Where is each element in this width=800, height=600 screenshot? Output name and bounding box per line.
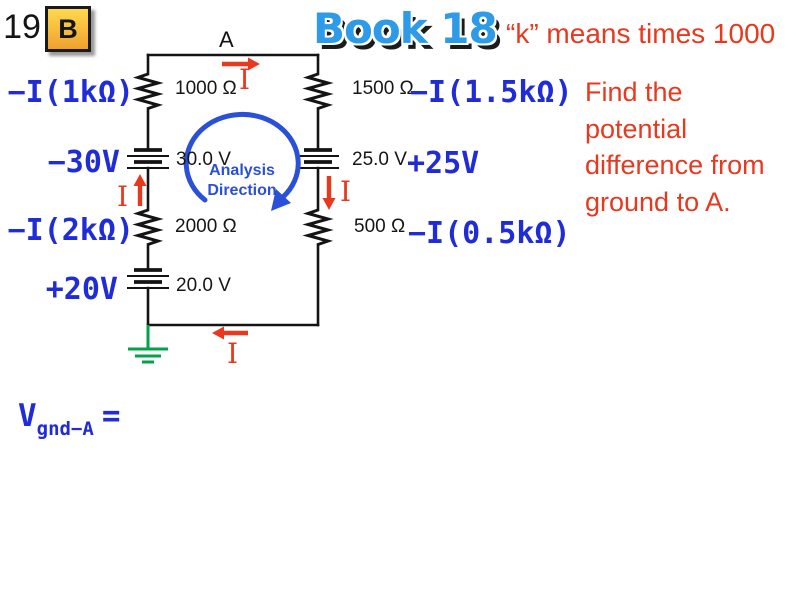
question-line1: Find the	[585, 77, 683, 107]
b2-annotation: +20V	[45, 272, 118, 307]
r1-value: 1000 Ω	[175, 78, 237, 99]
analysis-line1: Analysis	[209, 162, 275, 179]
b3-value: 25.0 V	[352, 149, 407, 170]
equation-variable: V	[18, 398, 37, 434]
resistor-2000-ohm	[132, 208, 164, 246]
current-label-bottom: I	[227, 337, 239, 370]
current-arrow-left-up-icon	[133, 174, 147, 206]
analysis-direction-label: Analysis Direction	[190, 161, 294, 200]
question-line2: potential	[585, 113, 688, 144]
resistor-500-ohm	[302, 208, 334, 246]
node-label-a: A	[219, 27, 234, 52]
battery-30v	[127, 148, 169, 169]
r3-annotation: −I(1.5kΩ)	[410, 75, 573, 110]
current-label-left: I	[117, 180, 129, 213]
r4-value: 500 Ω	[354, 216, 406, 237]
k-note: “k” means times 1000	[506, 18, 776, 49]
current-label-right: I	[340, 175, 352, 208]
resistor-1500-ohm	[302, 72, 334, 110]
question-line3: difference from	[585, 150, 765, 180]
battery-20v	[127, 268, 169, 289]
current-label-top: I	[239, 63, 251, 96]
circuit-wires	[146, 53, 320, 327]
question-text: Find the potential difference from groun…	[585, 74, 795, 220]
r2-value: 2000 Ω	[175, 216, 237, 237]
battery-25v	[297, 148, 339, 169]
r4-annotation: −I(0.5kΩ)	[408, 216, 571, 251]
equation-subscript: gnd−A	[36, 418, 94, 440]
slide-title: Book 18	[313, 4, 498, 53]
equation-prompt: Vgnd−A =	[18, 398, 121, 440]
badge-b: B	[45, 6, 91, 52]
b1-annotation: −30V	[47, 145, 120, 180]
b1-value: 30.0 V	[176, 149, 231, 170]
r2-annotation: −I(2kΩ)	[7, 213, 134, 248]
badge-letter: B	[58, 13, 78, 44]
equals-sign: =	[101, 398, 121, 434]
resistor-1000-ohm	[132, 72, 164, 110]
current-arrow-right-down-icon	[322, 176, 336, 210]
b3-annotation: +25V	[407, 146, 480, 181]
current-arrow-top-icon	[222, 57, 260, 71]
r1-annotation: −I(1kΩ)	[7, 75, 134, 110]
b2-value: 20.0 V	[176, 275, 231, 296]
analysis-line2: Direction	[207, 181, 277, 199]
analysis-loop-icon	[183, 111, 301, 211]
r3-value: 1500 Ω	[352, 78, 414, 99]
ground-icon	[128, 325, 168, 364]
question-line4: ground to A.	[585, 186, 731, 217]
current-arrow-bottom-icon	[212, 326, 248, 340]
page-number: 19	[3, 8, 41, 46]
